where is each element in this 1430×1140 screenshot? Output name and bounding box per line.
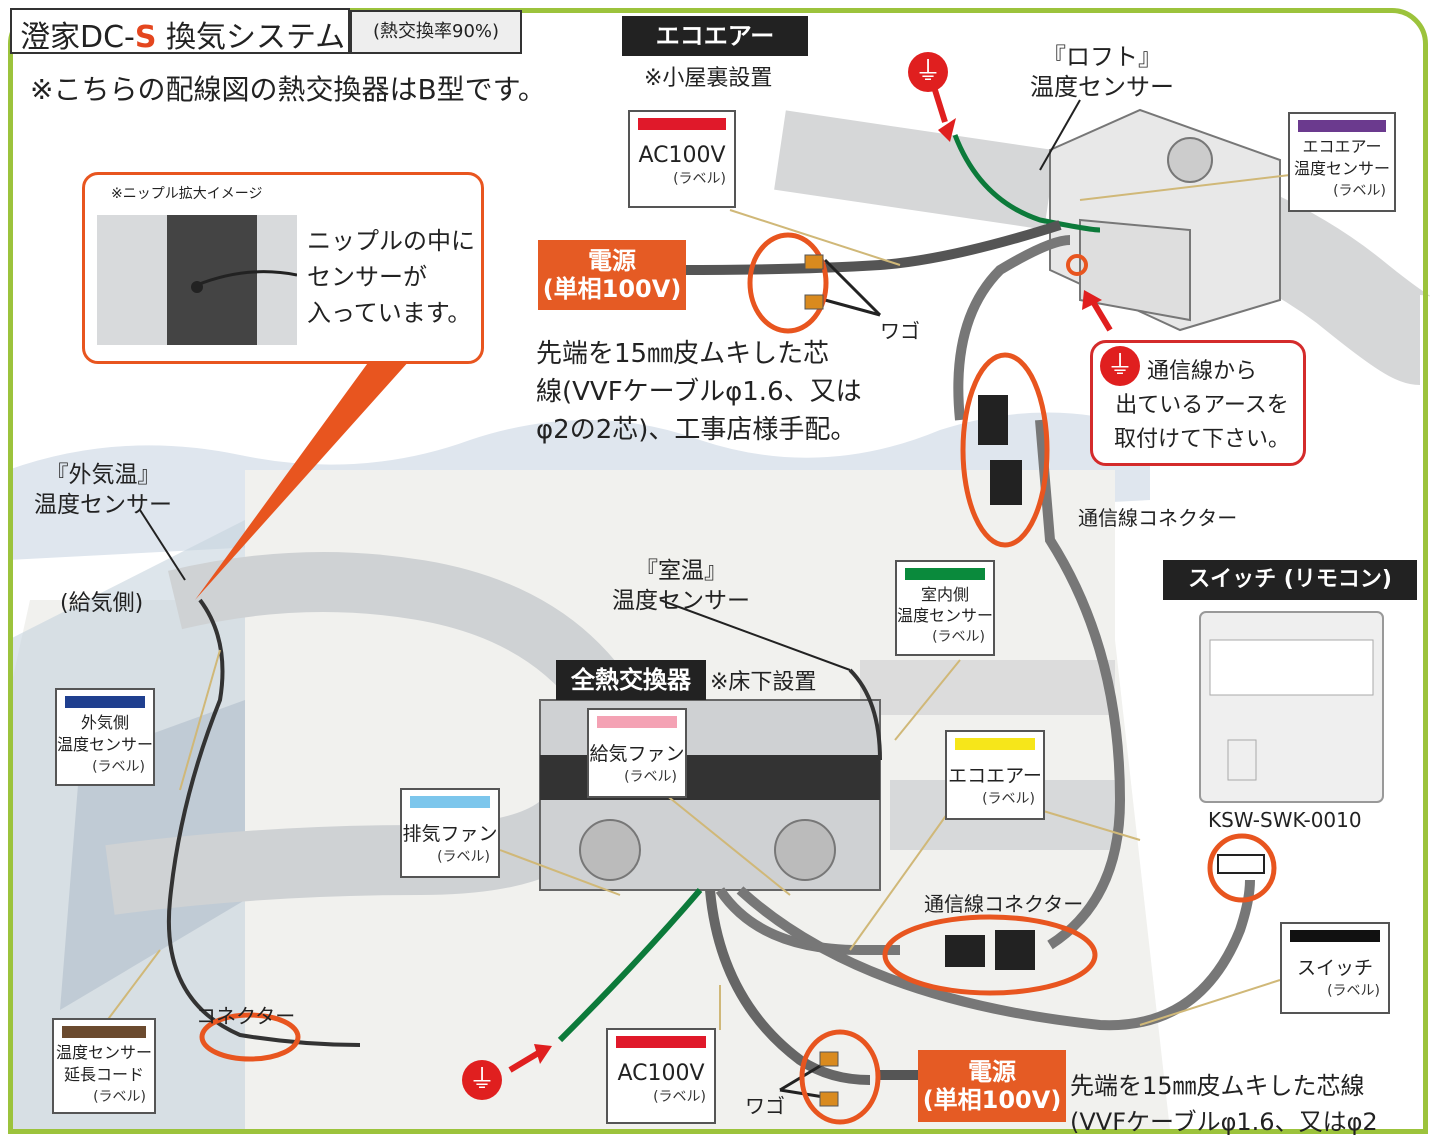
label-color-bar xyxy=(62,1026,146,1038)
label-main: 外気側 温度センサー xyxy=(57,713,154,754)
wago-label-top: ワゴ xyxy=(880,319,920,343)
label-main: 給気ファン xyxy=(589,743,685,765)
ecoair-install-note: ※小屋裏設置 xyxy=(644,66,773,91)
power-line1: 電源 xyxy=(588,247,636,275)
label-color-bar xyxy=(638,118,726,130)
cable-note-top: 先端を15㎜皮ムキした芯 線(VVFケーブルφ1.6、又は φ2の2芯)、工事店… xyxy=(536,339,862,445)
type-note: ※こちらの配線図の熱交換器はB型です。 xyxy=(30,73,546,106)
label-outdoor-sensor: 外気側 温度センサー (ラベル) xyxy=(55,688,155,786)
supply-side-label: (給気側) xyxy=(60,591,144,616)
label-main: 室内側 温度センサー xyxy=(897,585,994,625)
comm-connector-mid-label: 通信線コネクター xyxy=(924,892,1084,916)
page-title: 澄家DC-S 換気システム xyxy=(20,12,345,56)
label-indoor-sensor: 室内側 温度センサー (ラベル) xyxy=(895,560,995,656)
label-ecoair: エコエアー (ラベル) xyxy=(945,730,1045,820)
label-main: スイッチ xyxy=(1296,957,1373,979)
power-box-top: 電源 (単相100V) xyxy=(538,240,686,310)
label-main: AC100V xyxy=(617,1061,705,1086)
power-line2: (単相100V) xyxy=(922,1086,1062,1114)
label-color-bar xyxy=(1298,120,1386,132)
label-sub: (ラベル) xyxy=(982,791,1035,807)
room-sensor-text: 『室温』 温度センサー xyxy=(612,558,750,614)
label-color-bar xyxy=(905,568,985,580)
title-s-letter: S xyxy=(134,20,157,55)
label-main: 排気ファン xyxy=(402,823,498,845)
power-box-bottom: 電源 (単相100V) xyxy=(918,1050,1066,1122)
power-line1: 電源 xyxy=(968,1058,1016,1086)
label-ac100v-bottom: AC100V (ラベル) xyxy=(606,1028,716,1124)
label-ac100v-top: AC100V (ラベル) xyxy=(628,110,736,208)
title-rest-text: 換気システム xyxy=(156,20,346,55)
cable-note-bottom: 先端を15㎜皮ムキした芯線 (VVFケーブルφ1.6、又はφ2 xyxy=(1070,1072,1378,1136)
label-main: エコエアー xyxy=(948,765,1042,787)
label-sub: (ラベル) xyxy=(624,769,677,785)
label-color-bar xyxy=(955,738,1035,750)
nipple-image xyxy=(97,215,297,345)
nipple-text: ニップルの中に センサーが 入っています。 xyxy=(307,227,475,327)
label-sub: (ラベル) xyxy=(93,1089,146,1105)
label-color-bar xyxy=(616,1036,706,1048)
label-color-bar xyxy=(1290,930,1380,942)
connector-label: コネクター xyxy=(196,1004,296,1028)
label-ecoair-sensor: エコエアー 温度センサー (ラベル) xyxy=(1288,112,1396,212)
label-main: 温度センサー 延長コード xyxy=(55,1043,152,1084)
title-subtitle: (熱交換率90%) xyxy=(350,10,522,54)
label-sub: (ラベル) xyxy=(673,171,726,187)
label-color-bar xyxy=(597,716,677,728)
label-extension: 温度センサー 延長コード (ラベル) xyxy=(52,1018,156,1114)
remote-model: KSW-SWK-0010 xyxy=(1208,808,1362,832)
power-line2: (単相100V) xyxy=(542,275,682,303)
label-sub: (ラベル) xyxy=(1333,183,1386,199)
label-sub: (ラベル) xyxy=(92,759,145,775)
ecoair-badge: エコエアー xyxy=(622,16,808,56)
ground-callout: 通信線から 出ているアースを 取付けて下さい。 xyxy=(1090,340,1306,466)
label-sub: (ラベル) xyxy=(932,629,985,645)
label-main: エコエアー 温度センサー xyxy=(1293,137,1390,178)
ground-icon: ⏚ xyxy=(908,52,948,92)
label-switch: スイッチ (ラベル) xyxy=(1280,922,1390,1014)
outdoor-sensor-text: 『外気温』 温度センサー xyxy=(34,462,172,518)
title-main-text: 澄家DC- xyxy=(20,20,135,55)
diagram-frame xyxy=(8,8,1428,1134)
heat-exchanger-badge: 全熱交換器 xyxy=(556,660,706,700)
label-color-bar xyxy=(65,696,145,708)
nipple-callout: ※ニップル拡大イメージ ニップルの中に センサーが 入っています。 xyxy=(82,172,484,364)
heat-exchanger-note: ※床下設置 xyxy=(710,670,817,695)
ground-icon-callout: ⏚ xyxy=(1100,346,1140,386)
ground-icon-bottom: ⏚ xyxy=(462,1060,502,1100)
loft-sensor-text: 『ロフト』 温度センサー xyxy=(1030,43,1174,101)
label-main: AC100V xyxy=(638,143,726,168)
nipple-caption: ※ニップル拡大イメージ xyxy=(111,186,263,202)
label-sub: (ラベル) xyxy=(653,1089,706,1105)
label-sub: (ラベル) xyxy=(1327,983,1380,999)
ground-callout-text: 通信線から 出ているアースを 取付けて下さい。 xyxy=(1113,359,1290,452)
switch-badge: スイッチ (リモコン) xyxy=(1163,560,1417,600)
label-exhaust-fan: 排気ファン (ラベル) xyxy=(400,788,500,878)
label-sub: (ラベル) xyxy=(437,849,490,865)
label-supply-fan: 給気ファン (ラベル) xyxy=(587,708,687,798)
label-color-bar xyxy=(410,796,490,808)
title-box xyxy=(10,8,350,54)
comm-connector-top-label: 通信線コネクター xyxy=(1078,506,1238,530)
wago-label-bottom: ワゴ xyxy=(745,1094,785,1118)
